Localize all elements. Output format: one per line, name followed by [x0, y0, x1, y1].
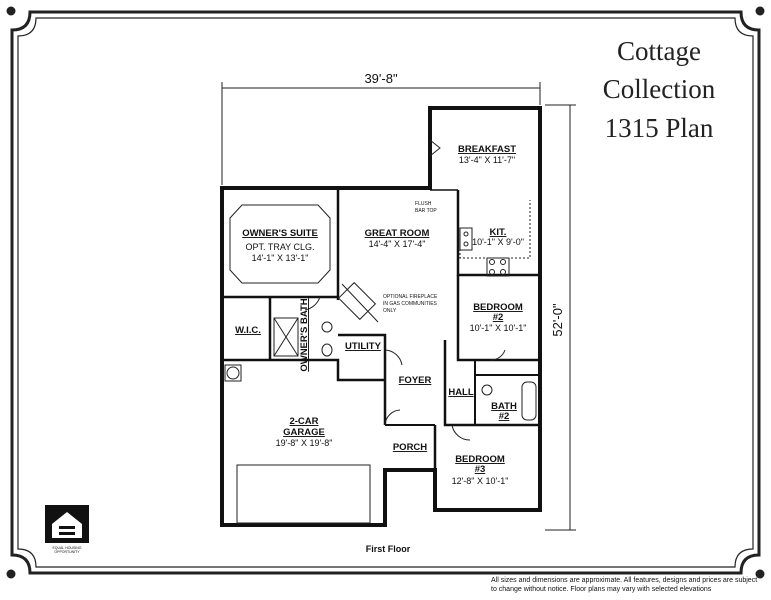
plan-title-line-1: Cottage — [617, 36, 701, 66]
bath2-label: BATH — [491, 401, 517, 412]
bedroom2-size: 10'-1" X 10'-1" — [470, 323, 527, 333]
owners-suite-note: OPT. TRAY CLG. — [245, 242, 314, 252]
equal-housing-logo: EQUAL HOUSING OPPORTUNITY — [45, 505, 89, 554]
fireplace-note-2: IN GAS COMMUNITIES — [383, 301, 438, 307]
bedroom3-size: 12'-8" X 10'-1" — [452, 476, 509, 486]
width-dimension: 39'-8" — [364, 71, 398, 86]
disclaimer: All sizes and dimensions are approximate… — [491, 577, 758, 593]
bath2-number: #2 — [499, 411, 510, 422]
decorative-frame — [6, 6, 765, 579]
hall-label: HALL — [448, 387, 474, 398]
fireplace-note: OPTIONAL FIREPLACE — [383, 294, 438, 300]
wic-label: W.I.C. — [235, 325, 261, 336]
breakfast-label: BREAKFAST — [458, 144, 516, 155]
fixtures — [224, 139, 537, 524]
fireplace-note-3: ONLY — [383, 308, 397, 314]
garage-label: 2-CAR — [289, 416, 318, 427]
kitchen-label: KIT. — [490, 227, 507, 238]
great-room-size: 14'-4" X 17'-4" — [369, 239, 426, 249]
bedroom2-number: #2 — [493, 312, 504, 323]
foyer-label: FOYER — [399, 375, 432, 386]
kitchen-size: 10'-1" X 9'-0" — [472, 237, 524, 247]
owners-bath-label: OWNER'S BATH — [299, 298, 310, 371]
flush-bar-note-2: BAR TOP — [415, 208, 437, 214]
garage-size: 19'-8" X 19'-8" — [276, 438, 333, 448]
owners-suite-size: 14'-1" X 13'-1" — [252, 253, 309, 263]
garage-label-2: GARAGE — [283, 427, 325, 438]
porch-label: PORCH — [393, 442, 427, 453]
walls — [220, 106, 542, 527]
svg-text:OPPORTUNITY: OPPORTUNITY — [54, 550, 80, 554]
utility-label: UTILITY — [345, 341, 382, 352]
plan-title-line-2: Collection — [602, 74, 716, 104]
dimension-lines — [221, 82, 576, 531]
plan-title-line-3: 1315 Plan — [604, 113, 714, 143]
depth-dimension: 52'-0" — [550, 303, 565, 337]
great-room-label: GREAT ROOM — [365, 228, 430, 239]
bedroom3-label: BEDROOM — [455, 454, 505, 465]
logo-text: EQUAL HOUSING — [52, 546, 81, 550]
flush-bar-note: FLUSH — [415, 201, 432, 207]
owners-suite-label: OWNER'S SUITE — [242, 228, 318, 239]
bedroom3-number: #3 — [475, 464, 486, 475]
breakfast-size: 13'-4" X 11'-7" — [459, 155, 515, 165]
floor-label: First Floor — [366, 544, 411, 554]
bedroom2-label: BEDROOM — [473, 302, 523, 313]
